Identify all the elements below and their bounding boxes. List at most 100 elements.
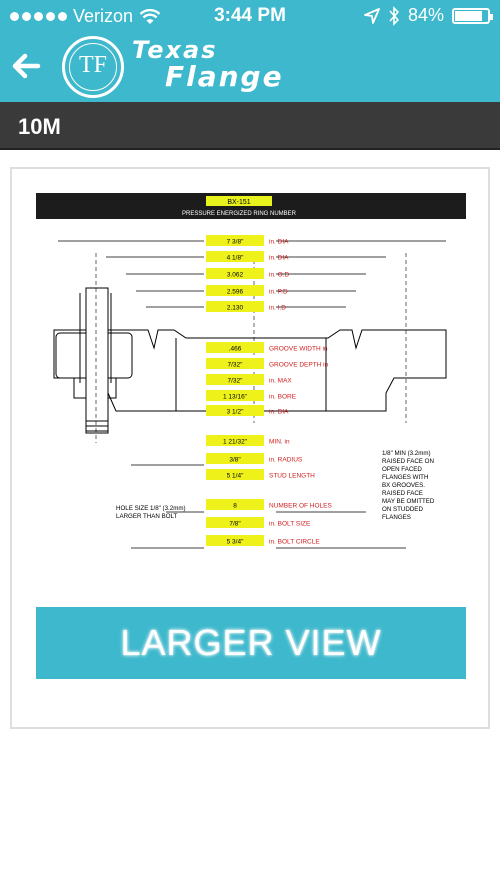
- value-box: [206, 374, 264, 385]
- ring-header: PRESSURE ENERGIZED RING NUMBER: [182, 211, 297, 217]
- drawing-row: 3/8" in. RADIUS: [206, 453, 303, 464]
- value-box: [206, 499, 264, 510]
- page-title: 10M: [18, 114, 61, 139]
- bluetooth-icon: [389, 5, 400, 26]
- drawing-row: 7/32" GROOVE DEPTH in: [206, 358, 329, 369]
- label-text: in. DIA: [269, 255, 289, 262]
- label-text: GROOVE WIDTH in: [269, 346, 328, 353]
- value-text: .466: [229, 346, 242, 353]
- drawing-row: 1 13/16" in. BORE: [206, 390, 297, 401]
- drawing-row: 3.062 in. O.D: [206, 268, 290, 279]
- drawing-row: 7/8" in. BOLT SIZE: [206, 517, 311, 528]
- label-text: in. BOLT SIZE: [269, 521, 311, 528]
- title-bar: 10M: [0, 102, 500, 150]
- value-box: [206, 235, 264, 246]
- value-text: 8: [233, 503, 237, 510]
- value-box: [206, 435, 264, 446]
- status-left: Verizon: [10, 6, 161, 27]
- note-line: RAISED FACE: [382, 490, 423, 497]
- label-text: MIN. in: [269, 439, 290, 446]
- label-text: in. DIA: [269, 239, 289, 246]
- drawing-row: 8 NUMBER OF HOLES: [206, 499, 333, 510]
- label-text: in. I.D: [269, 305, 286, 312]
- value-box: [206, 342, 264, 353]
- signal-strength-icon: [10, 12, 67, 21]
- value-text: 2.130: [227, 305, 244, 312]
- drawing-row: 2.130 in. I.D: [206, 301, 286, 312]
- logo-emblem: TF: [62, 36, 124, 98]
- battery-icon: [452, 7, 493, 24]
- drawing-rows: 7 3/8" in. DIA 4 1/8" in. DIA 3.062 in. O.D 2.…: [206, 235, 333, 546]
- drawing-row: 7 3/8" in. DIA: [206, 235, 289, 246]
- value-box: [206, 251, 264, 262]
- note-line: HOLE SIZE 1/8" (3.2mm): [116, 505, 186, 512]
- note-line: OPEN FACED: [382, 466, 422, 473]
- ring-number: BX-151: [227, 199, 250, 206]
- value-text: 3/8": [229, 457, 241, 464]
- drawing-row: 5 1/4" STUD LENGTH: [206, 469, 315, 480]
- drawing-row: 2.596 in. P.D: [206, 285, 288, 296]
- value-text: 7/8": [229, 521, 241, 528]
- back-arrow-icon[interactable]: [8, 48, 44, 84]
- logo-text-texas: Texas: [132, 36, 218, 64]
- value-box: [206, 268, 264, 279]
- status-time: 3:44 PM: [214, 5, 286, 26]
- note-line: RAISED FACE ON: [382, 458, 434, 465]
- value-text: 4 1/8": [227, 255, 244, 262]
- note-line: BX GROOVES.: [382, 482, 425, 489]
- note-line: MAY BE OMITTED: [382, 498, 435, 505]
- flange-drawing[interactable]: BX-151 PRESSURE ENERGIZED RING NUMBER: [36, 193, 466, 571]
- note-line: FLANGES WITH: [382, 474, 428, 481]
- value-text: 3 1/2": [227, 409, 244, 416]
- label-text: STUD LENGTH: [269, 473, 315, 480]
- value-text: 2.596: [227, 289, 244, 296]
- note-left: HOLE SIZE 1/8" (3.2mm)LARGER THAN BOLT: [116, 505, 186, 520]
- content-card: BX-151 PRESSURE ENERGIZED RING NUMBER: [10, 167, 490, 729]
- value-text: 7/32": [228, 362, 244, 369]
- value-text: 7 3/8": [227, 239, 244, 246]
- label-text: in. O.D: [269, 272, 290, 279]
- value-text: 3.062: [227, 272, 244, 279]
- value-box: [206, 358, 264, 369]
- label-text: GROOVE DEPTH in: [269, 362, 329, 369]
- value-box: [206, 390, 264, 401]
- value-box: [206, 469, 264, 480]
- value-text: 5 1/4": [227, 473, 244, 480]
- value-box: [206, 453, 264, 464]
- value-text: 1 13/16": [223, 394, 248, 401]
- drawing-row: 7/32" in. MAX: [206, 374, 292, 385]
- note-line: LARGER THAN BOLT: [116, 513, 178, 520]
- note-line: FLANGES: [382, 514, 411, 521]
- drawing-row: 1 21/32" MIN. in: [206, 435, 290, 446]
- drawing-row: .466 GROOVE WIDTH in: [206, 342, 328, 353]
- value-box: [206, 301, 264, 312]
- logo-monogram: TF: [78, 52, 107, 78]
- label-text: in. RADIUS: [269, 457, 303, 464]
- value-box: [206, 517, 264, 528]
- carrier-name: Verizon: [73, 6, 134, 26]
- value-text: 1 21/32": [223, 439, 248, 446]
- wifi-icon: [139, 8, 161, 24]
- value-box: [206, 535, 264, 546]
- status-bar: Verizon 3:44 PM 84%: [0, 0, 500, 32]
- value-box: [206, 405, 264, 416]
- label-text: in. BORE: [269, 394, 297, 401]
- logo-text-flange: Flange: [165, 60, 284, 93]
- value-box: [206, 285, 264, 296]
- note-line: ON STUDDED: [382, 506, 423, 513]
- drawing-row: 4 1/8" in. DIA: [206, 251, 289, 262]
- value-text: 5 3/4": [227, 539, 244, 546]
- label-text: in. DIA: [269, 409, 289, 416]
- larger-view-button[interactable]: LARGER VIEW: [36, 607, 466, 679]
- value-text: 7/32": [228, 378, 244, 385]
- location-arrow-icon: [364, 7, 380, 24]
- status-right: 84%: [364, 5, 493, 26]
- battery-percent: 84%: [407, 5, 444, 25]
- label-text: in. MAX: [269, 378, 292, 385]
- nav-bar: TF Texas Flange: [0, 32, 500, 102]
- note-line: 1/8" MIN (3.2mm): [382, 450, 431, 457]
- drawing-row: 5 3/4"in. BOLT CIRCLE: [206, 535, 320, 546]
- label-text: NUMBER OF HOLES: [269, 503, 333, 510]
- label-text: in. P.D: [269, 289, 288, 296]
